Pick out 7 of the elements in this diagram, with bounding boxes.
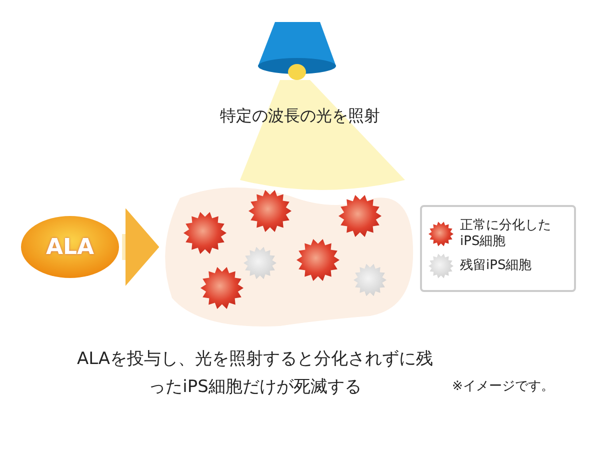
legend-text: 正常に分化したiPS細胞 [460,218,552,250]
legend-text: 残留iPS細胞 [460,258,532,274]
note-text: ※イメージです。 [452,378,555,395]
light-label: 特定の波長の光を照射 [219,106,381,127]
arrow [122,208,160,286]
node-label: ALA [46,234,94,260]
caption-text: ALAを投与し、光を照射すると分化されずに残ったiPS細胞だけが死滅する [76,348,434,399]
